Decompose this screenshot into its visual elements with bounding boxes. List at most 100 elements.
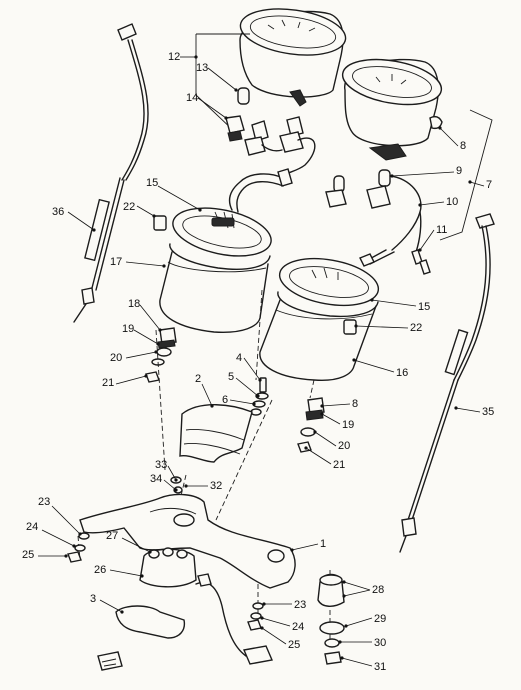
meter-right-top xyxy=(341,58,443,161)
callout-19: 19 xyxy=(122,323,160,346)
callout-pointer xyxy=(158,328,162,332)
callout-pointer xyxy=(320,412,324,416)
callout-leader-line xyxy=(207,67,237,91)
callout-leader-line xyxy=(391,171,455,177)
callout-leader-line xyxy=(321,413,341,425)
callout-pointer xyxy=(252,402,256,406)
callout-number: 36 xyxy=(52,206,64,218)
grommet-stack-left xyxy=(145,327,177,383)
callout-pointer xyxy=(352,358,356,362)
callout-number: 7 xyxy=(486,179,492,191)
callout-number: 22 xyxy=(123,201,135,213)
callout-leader-line xyxy=(163,479,177,491)
callout-number: 17 xyxy=(110,256,122,268)
callout-leader-line xyxy=(419,201,445,206)
callout-18: 18 xyxy=(128,298,162,332)
callout-10: 10 xyxy=(418,196,458,208)
callout-14: 14 xyxy=(186,92,228,120)
callout-26: 26 xyxy=(94,564,144,578)
callout-leader-line xyxy=(136,205,155,217)
callout-17: 17 xyxy=(110,256,166,268)
speedometer-cable xyxy=(73,23,149,323)
callout-leader-line xyxy=(139,304,161,331)
callout-number: 3 xyxy=(90,593,96,605)
callout-number: 11 xyxy=(436,224,447,236)
group-bracket-12 xyxy=(195,34,237,134)
callout-pointer xyxy=(152,214,156,218)
callout-leader-line xyxy=(115,375,147,385)
callout-21: 21 xyxy=(304,446,345,471)
callout-leader-line xyxy=(67,211,95,231)
callout-7: 7 xyxy=(468,179,492,191)
callout-leader-line xyxy=(353,359,395,373)
callout-pointer xyxy=(344,624,348,628)
callout-21: 21 xyxy=(102,374,148,389)
callout-number: 9 xyxy=(456,165,462,177)
main-bracket xyxy=(79,476,296,589)
callout-22: 22 xyxy=(123,201,156,218)
callout-pointer xyxy=(370,298,374,302)
callout-leader-line xyxy=(261,617,291,627)
callout-leader-line xyxy=(125,261,165,267)
callout-pointer xyxy=(342,594,346,598)
callout-number: 1 xyxy=(320,538,326,550)
bulb-sockets-right xyxy=(325,169,431,275)
callout-pointer xyxy=(468,180,472,184)
callout-9: 9 xyxy=(390,165,462,178)
callout-leader-line xyxy=(197,97,227,119)
callout-leader-line xyxy=(133,329,159,345)
callout-pointer xyxy=(162,264,166,268)
callout-pointer xyxy=(390,174,394,178)
callout-number: 33 xyxy=(155,459,167,471)
callout-leader-line xyxy=(99,599,123,613)
wire-harness-left xyxy=(228,173,284,211)
callout-number: 24 xyxy=(292,621,304,633)
callout-leader-line xyxy=(41,529,75,547)
callout-pointer xyxy=(194,55,198,59)
assembly-guide-lines xyxy=(155,329,166,471)
callout-13: 13 xyxy=(196,62,238,92)
callout-number: 27 xyxy=(106,530,118,542)
callout-20: 20 xyxy=(110,350,158,364)
callout-pointer xyxy=(174,478,178,482)
damper-stack xyxy=(317,573,345,665)
callout-pointer xyxy=(438,126,442,130)
callout-number: 26 xyxy=(94,564,106,576)
callout-number: 28 xyxy=(372,584,384,596)
callout-number: 5 xyxy=(228,371,234,383)
callout-number: 14 xyxy=(186,92,198,104)
callout-number: 6 xyxy=(222,394,228,406)
callout-pointer xyxy=(354,324,358,328)
callout-5: 5 xyxy=(228,371,260,398)
reference-box xyxy=(97,651,123,671)
callout-number: 32 xyxy=(210,480,222,492)
callout-28: 28 xyxy=(342,580,384,598)
callout-pointer xyxy=(340,656,344,660)
callout-6: 6 xyxy=(222,394,256,406)
bolt-washers-4-5-6 xyxy=(250,377,269,416)
callout-leader-line xyxy=(343,581,371,591)
tachometer-cable xyxy=(399,213,495,553)
callout-pointer xyxy=(260,616,264,620)
callout-leader-line xyxy=(125,351,157,359)
callout-pointer xyxy=(258,378,262,382)
callout-leader-line xyxy=(167,465,177,481)
callout-32: 32 xyxy=(184,480,222,492)
callout-pointer xyxy=(262,602,266,606)
callout-leader-line xyxy=(314,431,337,447)
callout-pointer xyxy=(198,208,202,212)
callout-number: 20 xyxy=(110,352,122,364)
callout-pointer xyxy=(224,116,228,120)
callout-pointer xyxy=(454,406,458,410)
callout-number: 8 xyxy=(352,398,358,410)
callout-pointer xyxy=(320,404,324,408)
callout-leader-line xyxy=(201,383,213,407)
callout-number: 20 xyxy=(338,440,350,452)
callout-pointer xyxy=(184,484,188,488)
callout-12: 12 xyxy=(168,51,198,63)
meter-case-right xyxy=(259,257,380,382)
callout-pointer xyxy=(234,88,238,92)
callout-number: 15 xyxy=(146,177,158,189)
callout-leader-line xyxy=(341,657,373,667)
